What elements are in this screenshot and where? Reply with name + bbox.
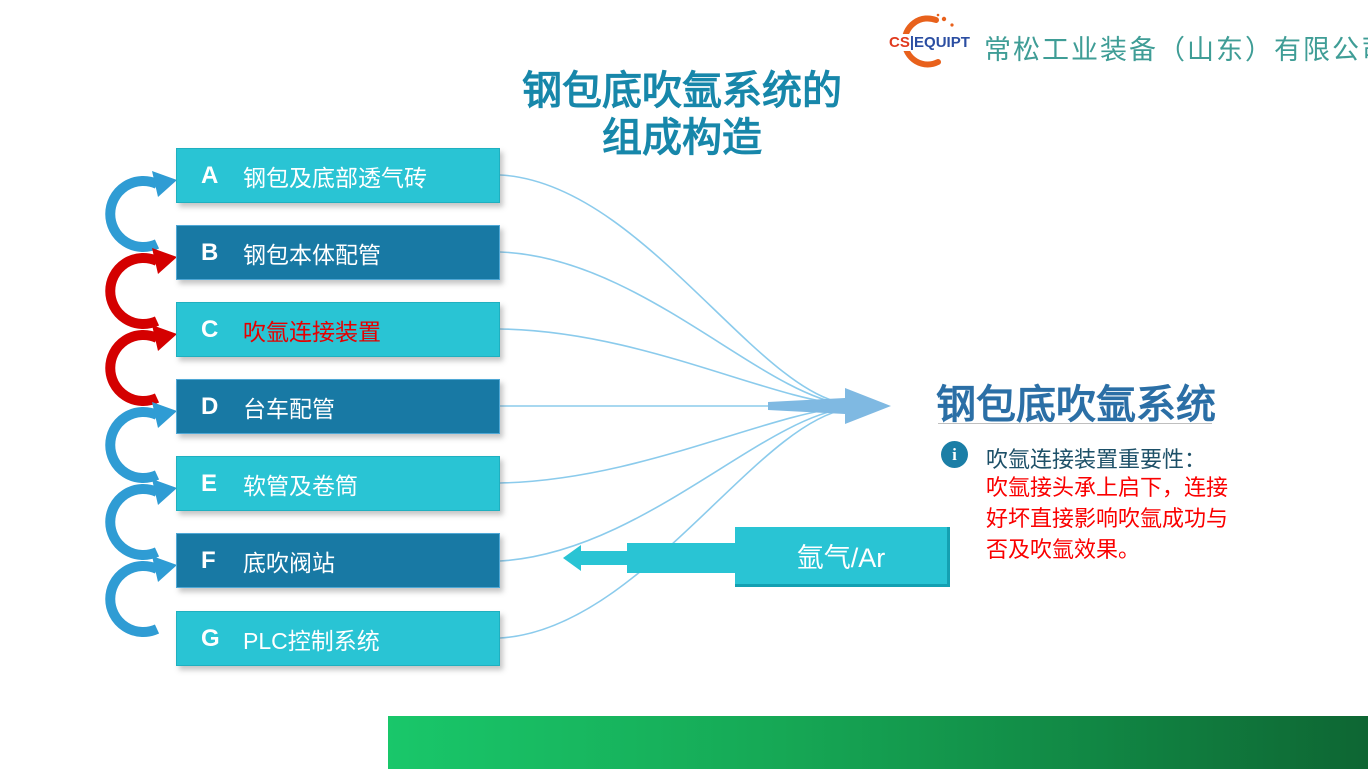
component-label: 钢包及底部透气砖	[243, 164, 427, 191]
component-letter: B	[201, 238, 219, 266]
component-box-f: F 底吹阀站	[176, 533, 500, 588]
result-title: 钢包底吹氩系统	[936, 383, 1216, 427]
component-letter: F	[201, 546, 216, 574]
argon-label-box: 氩气/Ar	[735, 527, 950, 587]
note-line: 吹氩接头承上启下，连接	[986, 475, 1229, 500]
component-letter: G	[201, 624, 220, 652]
result-underline	[938, 423, 1212, 424]
logo-cs: CS	[889, 34, 910, 51]
merge-arrow-icon	[845, 388, 891, 424]
info-icon: i	[941, 441, 968, 468]
connector-line-a	[499, 174, 848, 405]
argon-pipe	[563, 543, 737, 573]
page-title-line2: 组成构造	[602, 116, 762, 160]
component-letter: C	[201, 315, 219, 343]
cycle-arrow-icon-4	[105, 402, 177, 483]
cycle-arrow-icon-5	[105, 479, 177, 560]
component-box-c: C 吹氩连接装置	[176, 302, 500, 357]
component-label: PLC控制系统	[243, 627, 380, 654]
component-label: 软管及卷筒	[243, 472, 358, 499]
argon-arrow-icon	[563, 545, 581, 571]
page-title: 钢包底吹氩系统的 组成构造	[432, 68, 932, 162]
logo-text: CS|EQUIPT	[888, 34, 971, 51]
component-label: 底吹阀站	[243, 549, 335, 576]
logo-separator: |	[909, 34, 915, 51]
note-line: 好坏直接影响吹氩成功与	[986, 506, 1229, 531]
component-box-d: D 台车配管	[176, 379, 500, 434]
connector-line-b	[499, 251, 848, 406]
component-box-a: A 钢包及底部透气砖	[176, 148, 500, 203]
argon-label: 氩气/Ar	[796, 543, 886, 573]
page-title-line1: 钢包底吹氩系统的	[522, 69, 842, 113]
component-box-b: B 钢包本体配管	[176, 225, 500, 280]
component-letter: A	[201, 161, 219, 189]
merge-line	[768, 398, 845, 414]
cycle-arrow-icon-1	[105, 171, 177, 252]
component-box-g: G PLC控制系统	[176, 611, 500, 666]
company-logo: CS|EQUIPT	[878, 12, 972, 72]
cycle-arrow-icon-3	[105, 325, 177, 406]
component-letter: D	[201, 392, 219, 420]
logo-equipt: EQUIPT	[914, 34, 970, 51]
cycle-arrow-icon-6	[105, 556, 177, 637]
connector-line-g	[499, 408, 848, 639]
bottom-accent-bar	[388, 716, 1368, 769]
component-label: 台车配管	[243, 395, 335, 422]
component-letter: E	[201, 469, 218, 497]
component-box-e: E 软管及卷筒	[176, 456, 500, 511]
connector-line-c	[499, 328, 848, 406]
component-label: 钢包本体配管	[243, 241, 381, 268]
company-name: 常松工业装备（山东）有限公司	[984, 35, 1368, 65]
note-line: 否及吹氩效果。	[986, 537, 1141, 562]
component-label-highlighted: 吹氩连接装置	[243, 318, 381, 345]
connector-line-e	[499, 406, 848, 484]
cycle-arrow-icon-2	[105, 248, 177, 329]
note-label: 吹氩连接装置重要性：	[986, 447, 1207, 472]
